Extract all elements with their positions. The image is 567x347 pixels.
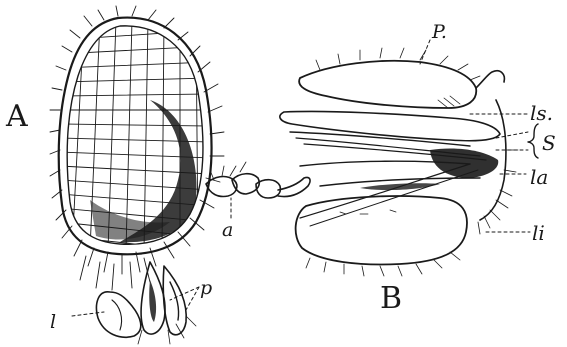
label-labrum-epipharynx: ls.: [530, 101, 553, 125]
stylet-brace: [528, 124, 538, 158]
label-labium: la: [530, 165, 548, 189]
panel-a-head: [50, 6, 224, 290]
label-palps: p: [200, 277, 212, 299]
label-antenna: a: [222, 219, 233, 241]
panel-a-mouthparts: [97, 262, 197, 344]
panel-b-mouthparts: [280, 48, 518, 276]
panel-b-leaders: [420, 40, 530, 232]
panel-a-label: A: [5, 99, 28, 134]
panel-b-label: B: [380, 281, 402, 316]
label-palp-b: P.: [431, 21, 447, 43]
compound-eye-facets: [60, 20, 210, 252]
label-lower-lip: li: [532, 221, 545, 245]
antenna: [206, 162, 310, 198]
head-bristles: [50, 6, 224, 290]
label-labrum: l: [50, 311, 56, 333]
label-stylets: S: [542, 131, 556, 155]
